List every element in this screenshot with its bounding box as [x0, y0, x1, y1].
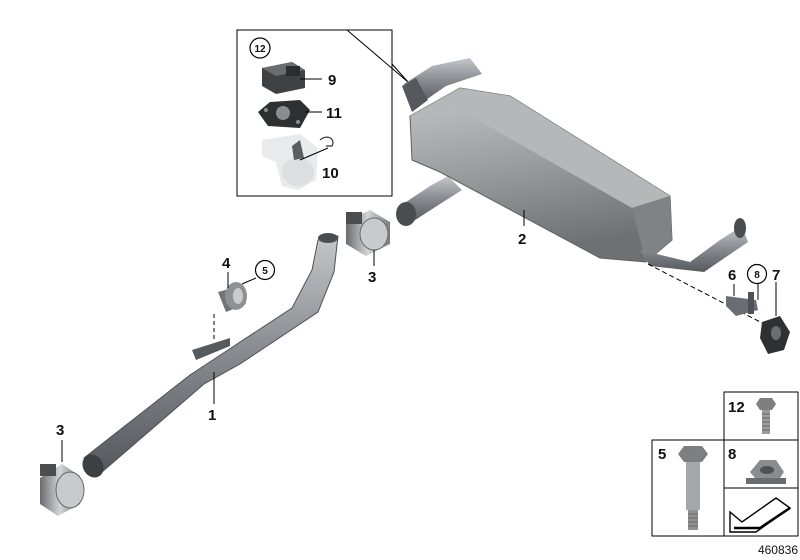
callout-4: 4	[222, 255, 231, 272]
svg-text:5: 5	[262, 266, 268, 277]
callout-1: 1	[208, 407, 216, 424]
pipe-clamp-lower	[40, 440, 85, 516]
callout-6: 6	[728, 267, 736, 284]
table-label-8: 8	[728, 446, 736, 463]
front-exhaust-pipe	[82, 233, 339, 478]
pipe-clamp-middle	[346, 210, 390, 266]
rear-muffler	[396, 58, 769, 327]
callout-10: 10	[322, 165, 339, 182]
callout-11: 11	[326, 105, 342, 122]
callout-2: 2	[518, 231, 526, 248]
callouts: 1 2 3 3 4 5 6 7 8 9 10 11 12	[56, 37, 780, 439]
svg-text:12: 12	[254, 44, 266, 55]
callout-9: 9	[328, 72, 336, 89]
bolt-12-icon	[756, 398, 776, 434]
table-label-12: 12	[728, 399, 745, 416]
hardware-table: 12 5 8 460836	[651, 391, 799, 557]
diagram-number: 460836	[758, 543, 798, 557]
svg-text:8: 8	[754, 270, 760, 281]
callout-7: 7	[772, 267, 780, 284]
callout-8: 8	[746, 263, 768, 285]
callout-3a: 3	[368, 269, 376, 286]
gasket-plate	[258, 100, 322, 128]
detail-inset	[236, 29, 409, 197]
callout-12: 12	[249, 37, 271, 59]
exhaust-flap-actuator	[262, 62, 322, 94]
callout-3b: 3	[56, 422, 64, 439]
nut-8-icon	[746, 460, 786, 484]
muffler-hanger-bracket	[726, 284, 759, 316]
rubber-mount	[213, 272, 257, 340]
muffler-rubber-mount	[760, 282, 790, 354]
callout-5: 5	[254, 259, 276, 281]
table-label-5: 5	[658, 446, 666, 463]
direction-arrow-icon	[729, 497, 792, 533]
bolt-5-icon	[678, 446, 708, 530]
flap-housing-ghost	[262, 134, 334, 190]
